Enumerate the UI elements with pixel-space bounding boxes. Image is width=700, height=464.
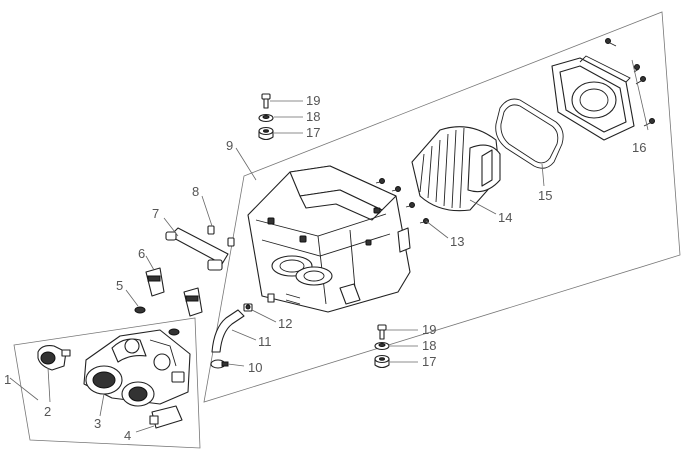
sensor-bracket — [149, 405, 183, 429]
fitting-12 — [243, 303, 253, 312]
crankcase-breather-hose — [211, 309, 245, 353]
callout-7: 7 — [152, 206, 159, 221]
grommet-17-upper — [258, 126, 274, 141]
intake-joint — [37, 345, 71, 371]
drain-nipple — [267, 293, 275, 303]
callout-3: 3 — [94, 416, 101, 431]
hose-clamp-10 — [210, 359, 229, 369]
injector-seals-5 — [134, 306, 180, 336]
callout-9: 9 — [226, 138, 233, 153]
bolt-19-upper — [261, 93, 271, 109]
callout-6: 6 — [138, 246, 145, 261]
callout-14: 14 — [498, 210, 512, 225]
air-filter-element — [411, 126, 501, 212]
washer-18-lower — [374, 341, 390, 351]
throttle-body-group-frame — [13, 317, 201, 449]
airbox-group-frame — [203, 11, 681, 403]
air-cleaner-housing — [247, 165, 411, 313]
bolt-19-lower — [377, 324, 387, 340]
callout-15: 15 — [538, 188, 552, 203]
callout-4: 4 — [124, 428, 131, 443]
air-cleaner-cover — [551, 55, 635, 141]
callout-5: 5 — [116, 278, 123, 293]
gasket-seal — [495, 98, 564, 169]
callout-19-lower: 19 — [422, 322, 436, 337]
callout-1: 1 — [4, 372, 11, 387]
grommet-17-lower — [374, 354, 390, 369]
callout-2: 2 — [44, 404, 51, 419]
callout-17-upper: 17 — [306, 125, 320, 140]
throttle-body — [83, 329, 191, 407]
callout-labels: 1 2 3 4 5 6 7 8 9 10 11 12 13 14 15 16 1… — [4, 93, 646, 443]
callout-18-upper: 18 — [306, 109, 320, 124]
leader-lines — [9, 59, 649, 433]
cover-screws-16 — [605, 38, 655, 127]
callout-12: 12 — [278, 316, 292, 331]
fuel-rail — [165, 227, 229, 271]
fuel-rail-bolts-8 — [207, 225, 235, 247]
filter-cover-screws — [375, 178, 429, 224]
callout-16: 16 — [632, 140, 646, 155]
callout-17-lower: 17 — [422, 354, 436, 369]
callout-8: 8 — [192, 184, 199, 199]
callout-18-lower: 18 — [422, 338, 436, 353]
washer-18-upper — [258, 113, 274, 123]
callout-13: 13 — [450, 234, 464, 249]
callout-11: 11 — [258, 334, 272, 349]
fuel-injector-a — [145, 267, 165, 297]
callout-19-upper: 19 — [306, 93, 320, 108]
fuel-injector-b — [183, 287, 203, 317]
callout-10: 10 — [248, 360, 262, 375]
